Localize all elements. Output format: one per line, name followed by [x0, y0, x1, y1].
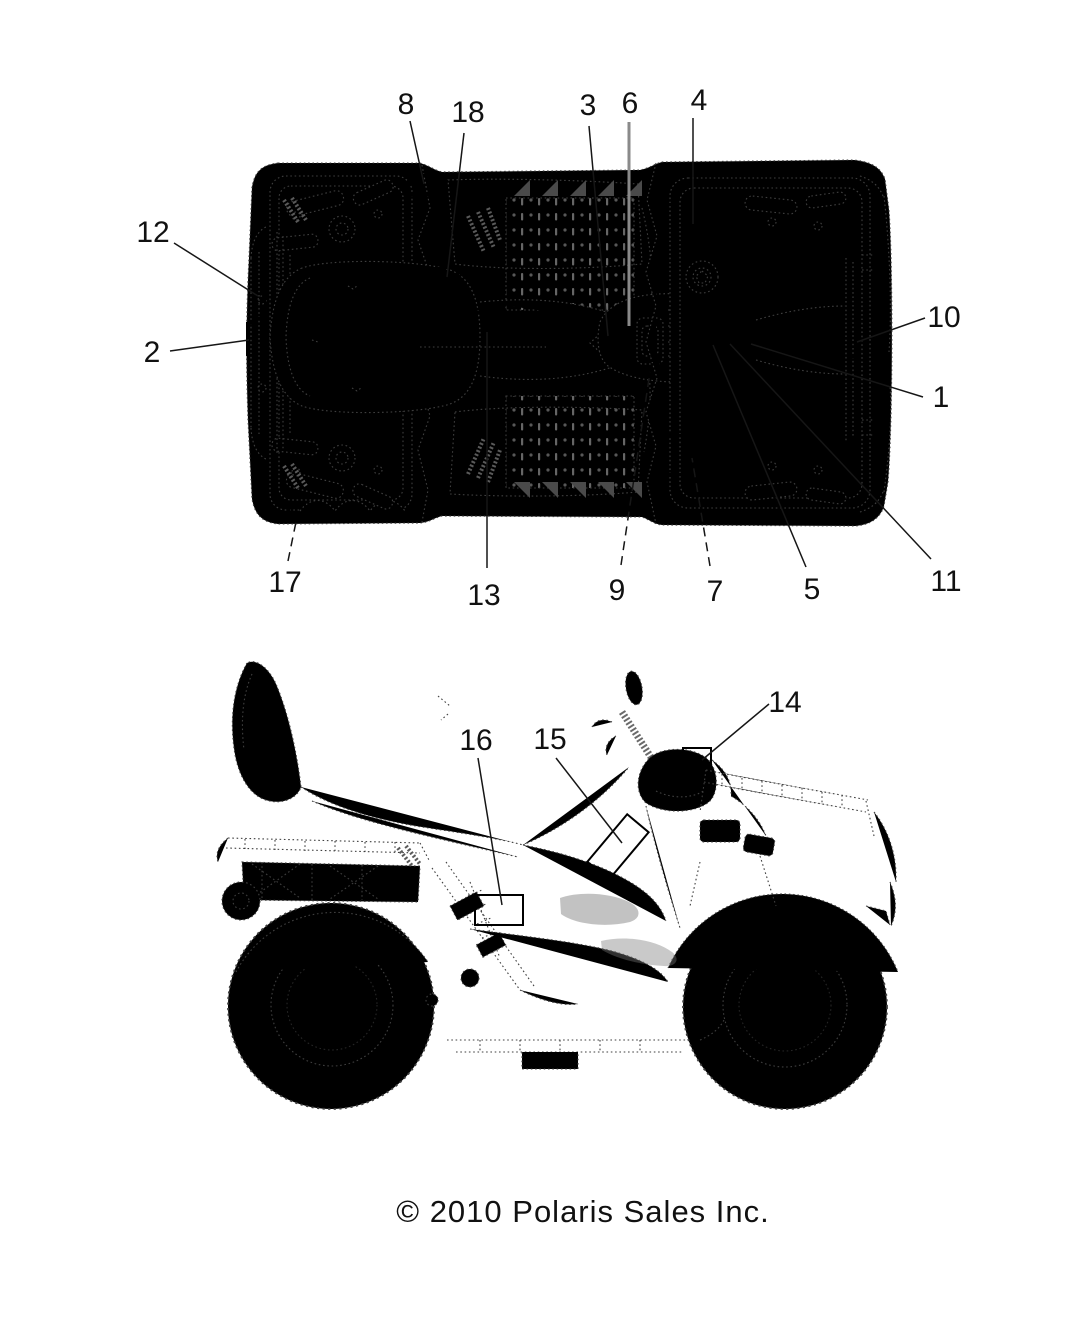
leader-line-9 — [620, 371, 651, 566]
decal-box-7 — [663, 434, 717, 475]
decal-ellipse-11 — [736, 329, 754, 353]
decal-box-16 — [474, 894, 524, 926]
callout-number-15: 15 — [533, 723, 566, 756]
decal-box-2 — [246, 322, 258, 356]
leader-line-15 — [555, 757, 623, 844]
callout-number-4: 4 — [691, 84, 708, 117]
callout-number-7: 7 — [707, 575, 724, 608]
decal-box-8 — [408, 174, 440, 196]
callout-number-12: 12 — [136, 216, 169, 249]
leader-line-10 — [856, 317, 926, 343]
leader-line-14 — [701, 703, 770, 761]
leader-line-8 — [409, 120, 425, 185]
callout-number-11: 11 — [930, 565, 961, 598]
callout-number-9: 9 — [609, 574, 626, 607]
callout-number-2: 2 — [144, 336, 161, 369]
side-view-art — [216, 661, 899, 1110]
callout-number-3: 3 — [580, 89, 597, 122]
decal-markers — [246, 174, 861, 926]
copyright-text: © 2010 Polaris Sales Inc. — [396, 1194, 770, 1229]
callout-number-17: 17 — [268, 566, 301, 599]
leader-line-7 — [691, 457, 711, 567]
decal-box-14 — [682, 747, 712, 768]
leader-line-17 — [287, 516, 298, 562]
callout-number-8: 8 — [398, 88, 415, 121]
decal-box-9 — [642, 360, 659, 374]
leader-line-1 — [750, 343, 924, 398]
leader-line-5 — [712, 344, 807, 568]
callout-number-6: 6 — [622, 87, 639, 120]
decal-box-18 — [432, 267, 459, 300]
decal-box-12 — [253, 276, 266, 319]
callout-labels: 1 2 3 4 5 6 7 8 9 10 11 12 13 14 15 16 1… — [136, 84, 961, 757]
leader-line-3 — [588, 125, 609, 337]
leader-line-11 — [729, 343, 932, 560]
callout-number-18: 18 — [451, 96, 484, 129]
decal-box-13 — [459, 311, 511, 341]
decal-box-15 — [585, 812, 651, 882]
decal-box-5 — [703, 328, 721, 357]
decal-box-4 — [667, 203, 714, 244]
leader-line-12 — [173, 242, 259, 297]
callout-number-14: 14 — [768, 686, 801, 719]
leader-line-18 — [446, 132, 465, 278]
decal-box-17 — [288, 502, 306, 519]
callout-number-10: 10 — [927, 301, 960, 334]
callout-number-1: 1 — [933, 381, 950, 414]
decal-box-3 — [603, 333, 616, 354]
leader-line-2 — [169, 339, 250, 352]
leader-lines — [169, 118, 932, 906]
callout-number-5: 5 — [804, 573, 821, 606]
top-view-art — [246, 159, 893, 527]
leader-line-16 — [477, 757, 503, 906]
callout-number-13: 13 — [467, 579, 500, 612]
callout-number-16: 16 — [459, 724, 492, 757]
